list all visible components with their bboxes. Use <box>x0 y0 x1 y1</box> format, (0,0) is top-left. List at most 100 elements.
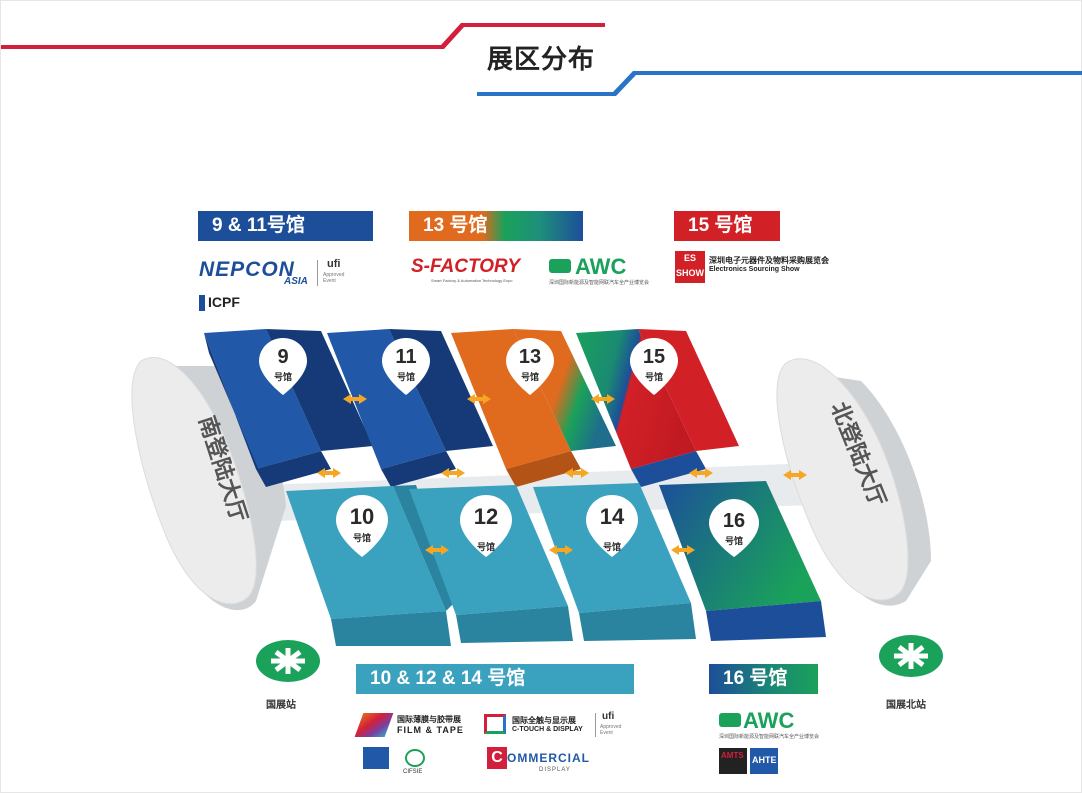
connector-arrows <box>317 394 807 555</box>
hall-10-number: 10 <box>350 504 374 529</box>
awc-logo-text: AWC <box>575 254 627 279</box>
nepcon-asia-logo: NEPCON ASIA ufi Approved Event <box>199 258 359 290</box>
hall-12-number: 12 <box>474 504 498 529</box>
arrow-icon <box>317 468 341 478</box>
icpf-logo-text: ICPF <box>208 294 240 310</box>
sfactory-logo: S-FACTORY Smart Factory & Automation Tec… <box>411 256 541 286</box>
ufi-approved-text: Approved Event <box>323 272 345 284</box>
hall-11-number: 11 <box>395 346 416 368</box>
ctouch-mark <box>484 714 506 734</box>
es-show-badge-text: ES SHOW <box>676 253 704 278</box>
north-lobby <box>776 358 931 606</box>
hall-11-sub: 号馆 <box>397 371 415 382</box>
hall-16-pin: 16 号馆 <box>709 499 759 557</box>
hall-16-sub: 号馆 <box>725 535 743 546</box>
nepcon-logo-text: NEPCON <box>199 258 295 281</box>
banner-hall-15: 15 号馆 <box>674 211 780 241</box>
hall-14-sub: 号馆 <box>603 541 621 552</box>
banner-hall-16-label: 16 号馆 <box>723 668 788 689</box>
arrow-icon <box>549 545 573 555</box>
arrow-icon <box>565 468 589 478</box>
hall-14-number: 14 <box>600 504 625 529</box>
banner-hall-10-12-14: 10 & 12 & 14 号馆 <box>356 664 634 694</box>
hall-9-pin: 9 号馆 <box>259 338 307 395</box>
ahte-logo: AHTE <box>750 748 778 774</box>
ctouch-display-logo: 国际全触与显示展 C-TOUCH & DISPLAY ufi Approved … <box>484 711 634 741</box>
es-show-en-text: Electronics Sourcing Show <box>709 266 800 273</box>
ufi-logo-text: ufi <box>602 711 615 722</box>
metro-station-icon <box>879 635 943 677</box>
awc-logo-hall13: AWC 深圳国际新能源及智能网联汽车全产业博览会 <box>549 254 650 287</box>
nepcon-asia-text: ASIA <box>284 276 308 287</box>
banner-hall-13-label: 13 号馆 <box>423 215 488 236</box>
hall-16-number: 16 <box>723 510 745 532</box>
nepcon-divider <box>317 260 318 286</box>
film-tape-logo: 国际薄膜与胶带展 FILM & TAPE <box>354 711 477 741</box>
hall-15-sub: 号馆 <box>645 371 663 382</box>
page-title: 展区分布 <box>486 44 595 74</box>
arrow-icon <box>671 545 695 555</box>
arrow-icon <box>441 468 465 478</box>
awc-car-icon <box>719 713 741 727</box>
hall-10-pin: 10 号馆 <box>336 495 388 557</box>
arrow-icon <box>343 394 367 404</box>
hall-13-sub: 号馆 <box>521 371 539 382</box>
banner-hall-15-label: 15 号馆 <box>688 215 753 236</box>
station-label-guozhan-north: 国展北站 <box>886 700 926 711</box>
ufi-logo-text: ufi <box>327 258 341 270</box>
ctouch-en-text: C-TOUCH & DISPLAY <box>512 726 583 733</box>
arrow-icon <box>425 545 449 555</box>
cifsie-mark-left <box>363 747 389 769</box>
hall-13-number: 13 <box>519 346 541 368</box>
hall-14-pin: 14 号馆 <box>586 495 638 557</box>
ctouch-divider <box>595 713 596 737</box>
arrow-icon <box>783 470 807 480</box>
ctouch-cn-text: 国际全触与显示展 <box>512 716 576 725</box>
arrow-icon <box>689 468 713 478</box>
hall-15-number: 15 <box>643 346 665 368</box>
banner-hall-10-12-14-label: 10 & 12 & 14 号馆 <box>370 668 526 689</box>
display-text: DISPLAY <box>539 767 571 773</box>
header-stripes <box>1 23 1082 96</box>
film-tape-cn-text: 国际薄膜与胶带展 <box>397 715 461 724</box>
es-show-cn-text: 深圳电子元器件及物料采购展览会 <box>709 256 829 265</box>
awc-sub-text: 深圳国际新能源及智能网联汽车全产业博览会 <box>549 280 650 286</box>
hall-15-pin: 15 号馆 <box>630 338 678 395</box>
amts-text: AMTS <box>721 751 744 760</box>
sfactory-logo-text: S-FACTORY <box>411 256 521 277</box>
film-tape-mark <box>354 713 394 737</box>
cifsie-logo: CIFSIE <box>363 747 433 779</box>
icpf-mark <box>199 295 205 311</box>
banner-hall-16: 16 号馆 <box>709 664 818 694</box>
cifsie-text: CIFSIE <box>403 769 423 775</box>
hall-9-number: 9 <box>277 346 288 368</box>
amts-logo: AMTS <box>719 748 747 774</box>
commercial-text: OMMERCIAL <box>507 751 590 765</box>
awc-car-icon <box>549 259 571 273</box>
arrow-icon <box>591 394 615 404</box>
icpf-logo: ICPF <box>199 294 259 316</box>
es-show-badge: ES SHOW <box>675 251 705 283</box>
banner-hall-9-11: 9 & 11号馆 <box>198 211 373 241</box>
header-stripe-blue <box>477 71 1082 96</box>
hall-11-pin: 11 号馆 <box>382 338 430 395</box>
commercial-c-mark: C <box>487 747 507 769</box>
cifsie-mark-right <box>405 749 425 767</box>
hall-13-pin: 13 号馆 <box>506 338 554 395</box>
header-stripe-red <box>1 23 605 49</box>
hall-10-sub: 号馆 <box>353 532 371 543</box>
awc-logo-text: AWC <box>743 708 795 733</box>
awc-logo-hall16: AWC 深圳国际新能源及智能网联汽车全产业博览会 <box>719 708 820 741</box>
es-show-logo: ES SHOW 深圳电子元器件及物料采购展览会 Electronics Sour… <box>675 251 835 287</box>
banner-hall-13: 13 号馆 <box>409 211 583 241</box>
sfactory-sub-text: Smart Factory & Automation Technology Ex… <box>431 278 513 283</box>
arrow-icon <box>467 394 491 404</box>
station-label-guozhan: 国展站 <box>266 700 296 711</box>
awc-sub-text: 深圳国际新能源及智能网联汽车全产业博览会 <box>719 734 820 740</box>
hall-12-pin: 12 号馆 <box>460 495 512 557</box>
commercial-display-logo: C OMMERCIAL DISPLAY <box>487 747 590 777</box>
metro-station-icon <box>256 640 320 682</box>
ufi-approved-text: Approved Event <box>600 724 622 736</box>
